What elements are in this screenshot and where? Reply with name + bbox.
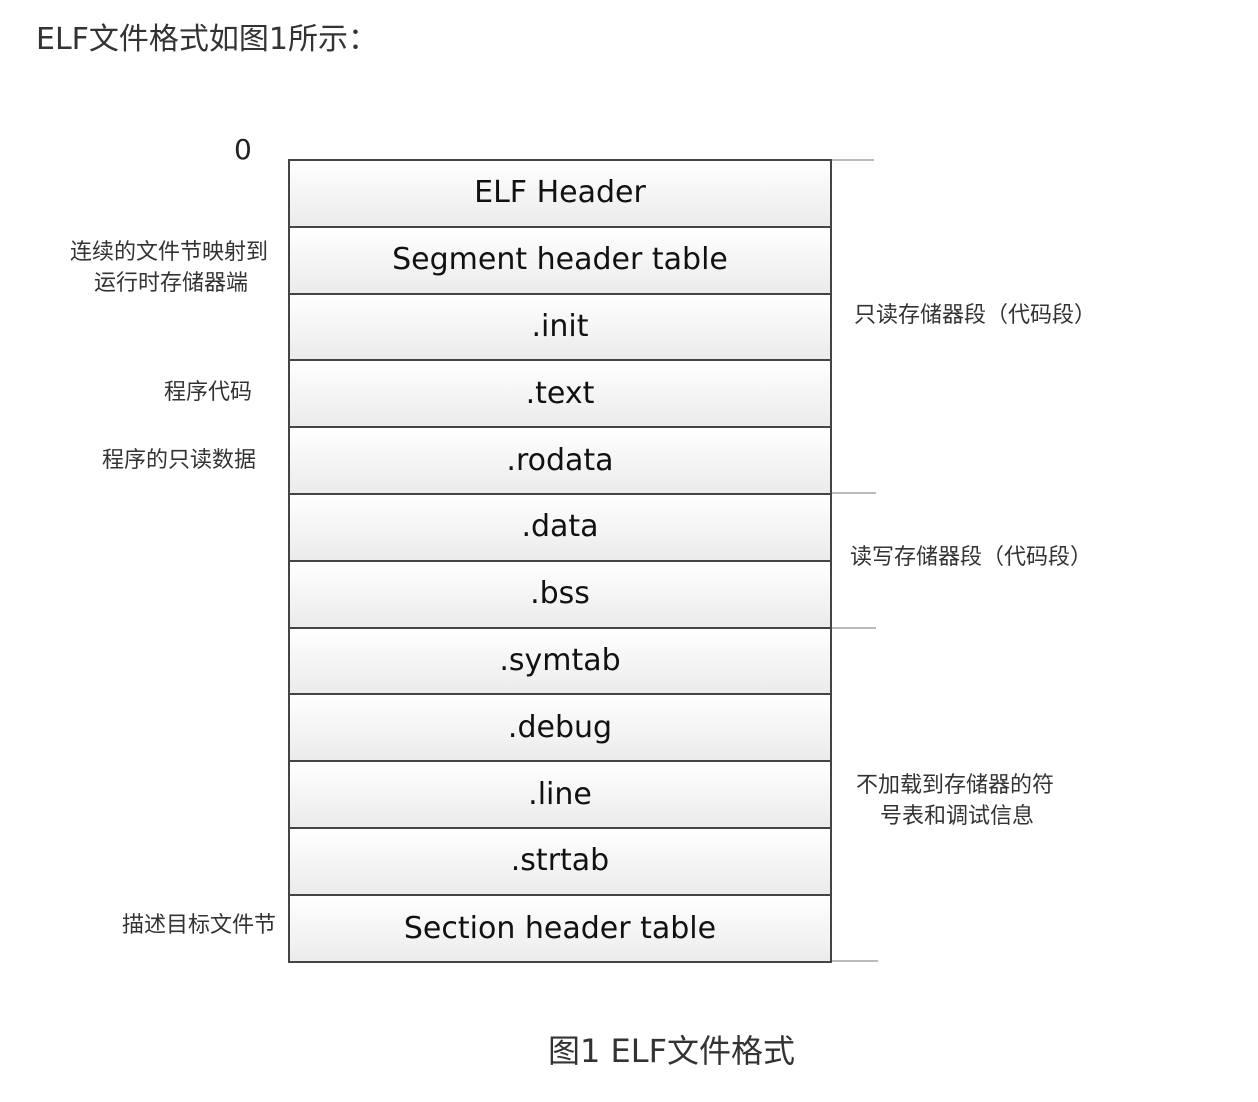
note-readwrite-segment: 读写存储器段（代码段） [850, 545, 1093, 570]
note-not-loaded-line1: 不加载到存储器的符 [856, 773, 1055, 798]
note-segment-mapping-line2: 运行时存储器端 [93, 271, 248, 296]
intro-text: ELF文件格式如图1所示： [36, 22, 379, 57]
figure-caption: 图1 ELF文件格式 [548, 1032, 795, 1070]
divider-readwrite-notloaded [832, 627, 876, 629]
section-data: .data [290, 494, 830, 562]
section-section-header-table: Section header table [290, 895, 830, 961]
section-rodata: .rodata [290, 428, 830, 495]
section-text: .text [290, 361, 830, 429]
section-elf-header: ELF Header [290, 161, 830, 228]
section-strtab: .strtab [290, 828, 830, 896]
section-init: .init [290, 294, 830, 362]
note-program-code: 程序代码 [163, 380, 252, 405]
offset-zero-label: 0 [234, 133, 252, 166]
section-line: .line [290, 762, 830, 829]
note-not-loaded-line2: 号表和调试信息 [880, 804, 1035, 829]
divider-readonly-readwrite [832, 492, 876, 494]
note-not-loaded: 不加载到存储器的符 号表和调试信息 [856, 770, 1054, 832]
section-bss: .bss [290, 561, 830, 629]
section-symtab: .symtab [290, 628, 830, 696]
section-segment-header-table: Segment header table [290, 227, 830, 295]
note-segment-mapping-line1: 连续的文件节映射到 [69, 240, 268, 265]
note-segment-mapping: 连续的文件节映射到 运行时存储器端 [70, 237, 268, 299]
divider-bottom [832, 960, 878, 962]
note-describe-sections: 描述目标文件节 [121, 913, 276, 938]
note-readonly-segment: 只读存储器段（代码段） [854, 303, 1097, 328]
divider-top [832, 159, 874, 161]
elf-layout-diagram: ELF Header Segment header table .init .t… [288, 159, 832, 963]
section-debug: .debug [290, 695, 830, 763]
note-readonly-data: 程序的只读数据 [101, 448, 256, 473]
